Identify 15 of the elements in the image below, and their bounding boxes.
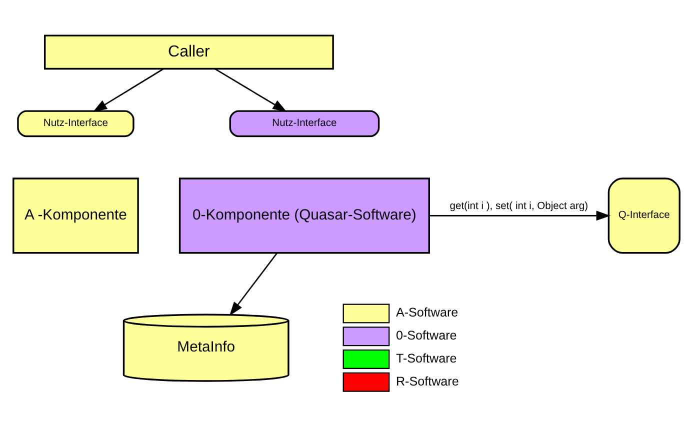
legend-label: R-Software — [396, 374, 459, 388]
arrow — [430, 210, 610, 221]
node-box: Caller — [44, 34, 334, 70]
node-box: Nutz-Interface — [229, 110, 380, 138]
node-box: A -Komponente — [12, 178, 139, 254]
arrow — [229, 252, 278, 316]
arrow — [92, 68, 164, 112]
node-box: Nutz-Interface — [17, 110, 134, 138]
arrow — [214, 68, 287, 112]
node-box: Q-Interface — [608, 178, 680, 254]
legend-label: T-Software — [396, 351, 457, 366]
legend-label: 0-Software — [396, 328, 457, 343]
node-box: 0-Komponente (Quasar-Software) — [178, 178, 430, 254]
legend-label: A-Software — [396, 306, 458, 320]
edge-label: get(int i ), set( int i, Object arg) — [450, 201, 588, 212]
